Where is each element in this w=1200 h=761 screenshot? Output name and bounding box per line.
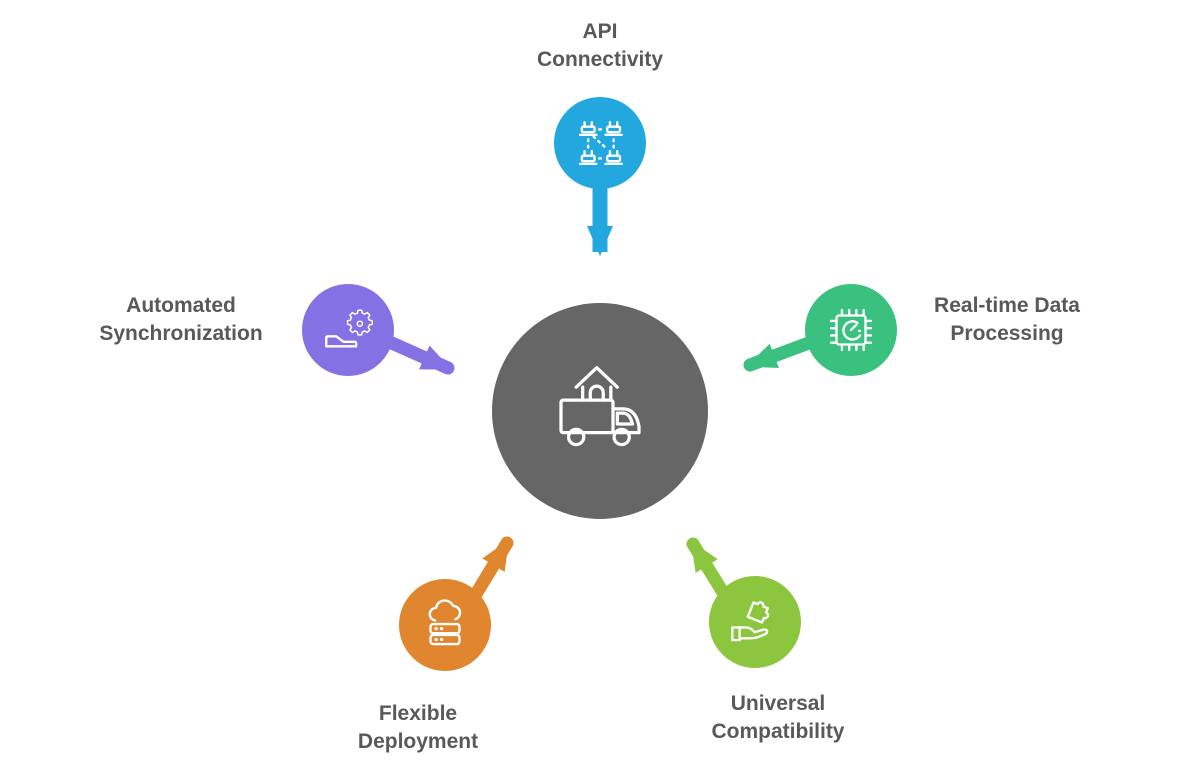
label-api-connectivity: API Connectivity	[536, 20, 664, 71]
center-hub-circle	[492, 303, 708, 519]
label-automated-synchronization: Automated Synchronization	[99, 294, 263, 345]
arrow-universal-compatibility	[686, 537, 731, 601]
api-plugs-icon	[571, 114, 629, 172]
arrow-real-time-data-processing	[743, 334, 821, 372]
cloud-server-icon	[416, 596, 474, 654]
label-real-time-data-processing: Real-time Data Processing	[934, 294, 1080, 345]
node-flexible-deployment-circle	[399, 579, 491, 671]
node-api-connectivity-circle	[554, 97, 646, 189]
node-universal-compatibility-circle	[709, 576, 801, 668]
label-flexible-deployment: Flexible Deployment	[357, 702, 479, 753]
arrow-flexible-deployment	[469, 536, 514, 601]
node-automated-synchronization-circle	[302, 284, 394, 376]
node-real-time-data-processing-circle	[805, 284, 897, 376]
arrow-automated-synchronization	[378, 333, 455, 375]
moving-truck-icon	[535, 346, 665, 476]
label-universal-compatibility: Universal Compatibility	[711, 692, 845, 743]
gear-automation-icon	[319, 301, 377, 359]
chip-gauge-icon	[822, 301, 880, 359]
hand-puzzle-icon	[726, 593, 784, 651]
